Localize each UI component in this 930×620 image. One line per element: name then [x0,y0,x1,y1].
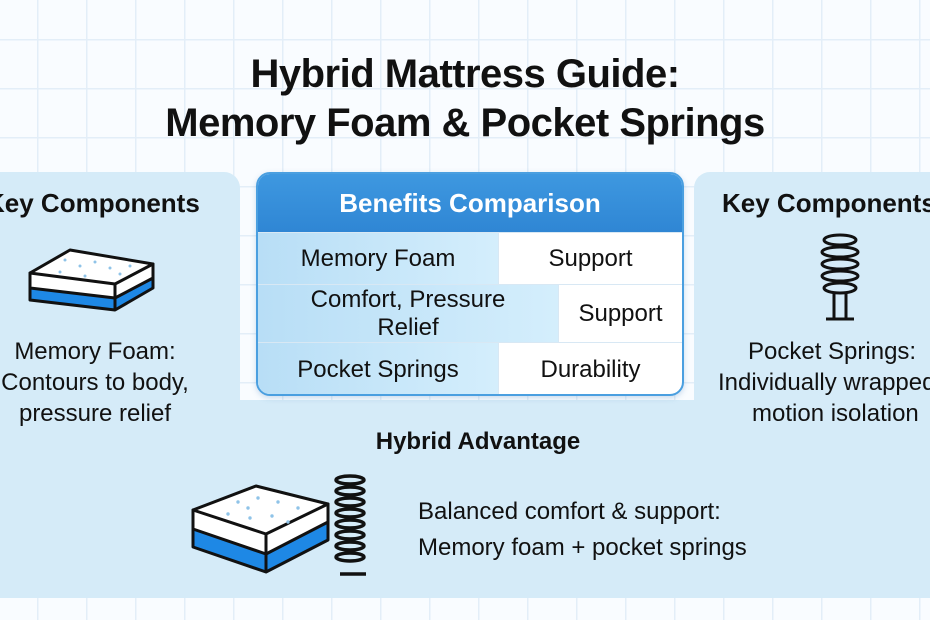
right-panel-line: Individually wrapped, [718,369,930,396]
left-panel-line: Contours to body, [1,369,189,396]
table-cell: Durability [540,356,641,383]
right-panel-line: Pocket Springs: [748,338,917,365]
coil-spring-icon [820,233,860,321]
pocket-springs-panel [694,172,930,432]
hybrid-advantage-panel [0,400,930,598]
table-cell: Support [548,244,633,272]
table-heading: Benefits Comparison [258,174,682,232]
table-row: Memory Foam Support [258,232,682,284]
hybrid-mattress-icon [191,474,366,576]
table-cell: Support [578,299,663,327]
table-row: Comfort, Pressure Relief Support [258,284,682,342]
table-cell: Pocket Springs [258,343,499,394]
memory-foam-mattress-icon [28,248,155,312]
title-line-2: Memory Foam & Pocket Springs [165,101,765,145]
left-panel-line: pressure relief [18,400,172,427]
table-cell: Comfort, Pressure Relief [258,285,559,342]
left-panel-heading: Key Components [0,188,200,218]
table-cell: Memory Foam [258,233,499,284]
right-panel-line: motion isolation [752,400,919,427]
hybrid-advantage-line: Memory foam + pocket springs [418,534,747,561]
hybrid-advantage-line: Balanced comfort & support: [418,498,721,525]
left-panel-line: Memory Foam: [14,338,176,365]
hybrid-advantage-heading: Hybrid Advantage [375,428,581,455]
benefits-comparison-table: Benefits Comparison Memory Foam Support … [256,172,684,396]
title-line-1: Hybrid Mattress Guide: [250,52,680,96]
right-panel-heading: Key Components [722,188,930,218]
table-row: Pocket Springs Durability [258,342,682,394]
